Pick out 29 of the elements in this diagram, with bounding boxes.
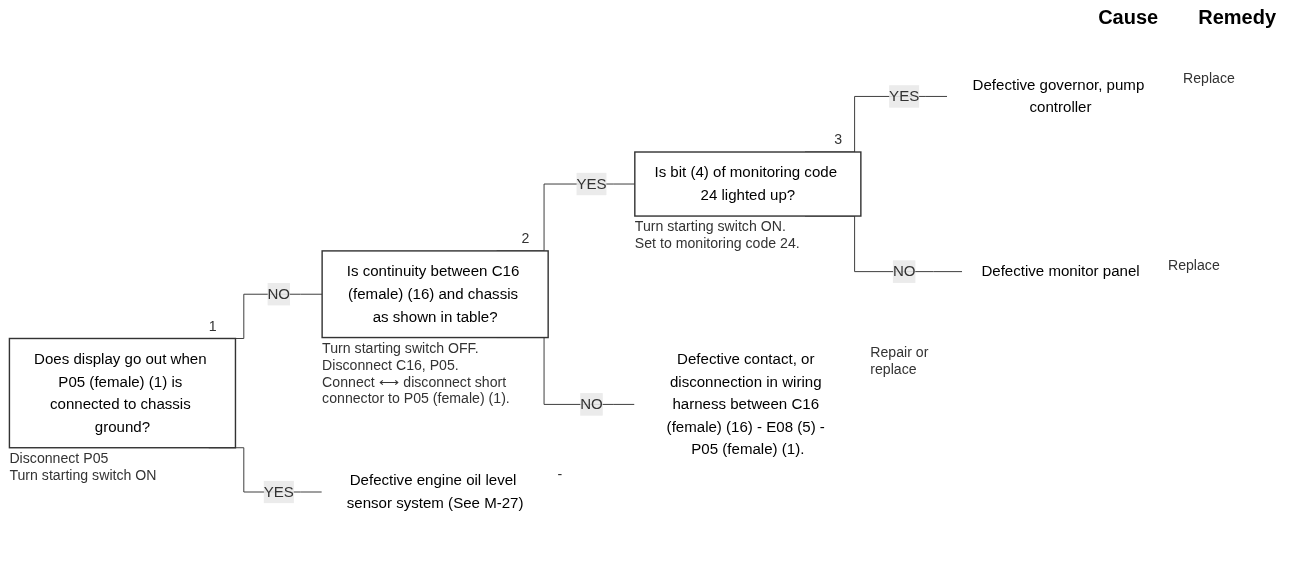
instruction-note: Turn starting switch ON.: [634, 217, 786, 234]
node-box: Is bit (4) of monitoring code 24 lighted up?: [634, 150, 862, 217]
node-text: Defective monitor panel: [981, 262, 1140, 279]
node-box: Is continuity between C16 (female) (16) and chassis as shown in table?: [321, 249, 549, 338]
edge-label: NO: [580, 395, 603, 412]
node-text: Defective engine oil level sensor system (See M-27): [346, 471, 524, 511]
node-box: Does display go out when P05 (female) (1) is connected to chassis ground?: [8, 337, 237, 449]
column-header: Remedy: [1198, 6, 1276, 29]
edge-label: NO: [267, 285, 291, 302]
node-text: Defective contact, or disconnection in wiring harness between C16 (female) (16) - E08 (5) - P05 (female) (1).: [666, 350, 825, 457]
column-header: Cause: [1098, 6, 1159, 29]
node-text: Defective governor, pump controller: [972, 76, 1145, 115]
instruction-note: Disconnect P05: [9, 449, 109, 466]
step-number: 3: [834, 130, 842, 147]
edge-label: YES: [576, 175, 607, 192]
instruction-note: Turn starting switch OFF.: [322, 339, 479, 356]
step-number: 2: [521, 229, 530, 246]
edge-label: YES: [889, 87, 920, 104]
edge-label: YES: [263, 483, 294, 500]
remedy-text: Replace: [1183, 69, 1235, 86]
instruction-note: Disconnect C16, P05.: [322, 356, 459, 373]
edge-label: NO: [892, 262, 916, 279]
instruction-note: Set to monitoring code 24.: [634, 234, 800, 251]
remedy-text: Repair or replace: [870, 343, 929, 377]
remedy-text: Replace: [1167, 256, 1220, 273]
instruction-note: Turn starting switch ON: [9, 466, 157, 483]
step-number: 1: [208, 317, 217, 334]
instruction-note: Connect ⟷ disconnect short connector to P05 (female) (1).: [322, 373, 510, 406]
remedy-text: -: [557, 465, 563, 482]
